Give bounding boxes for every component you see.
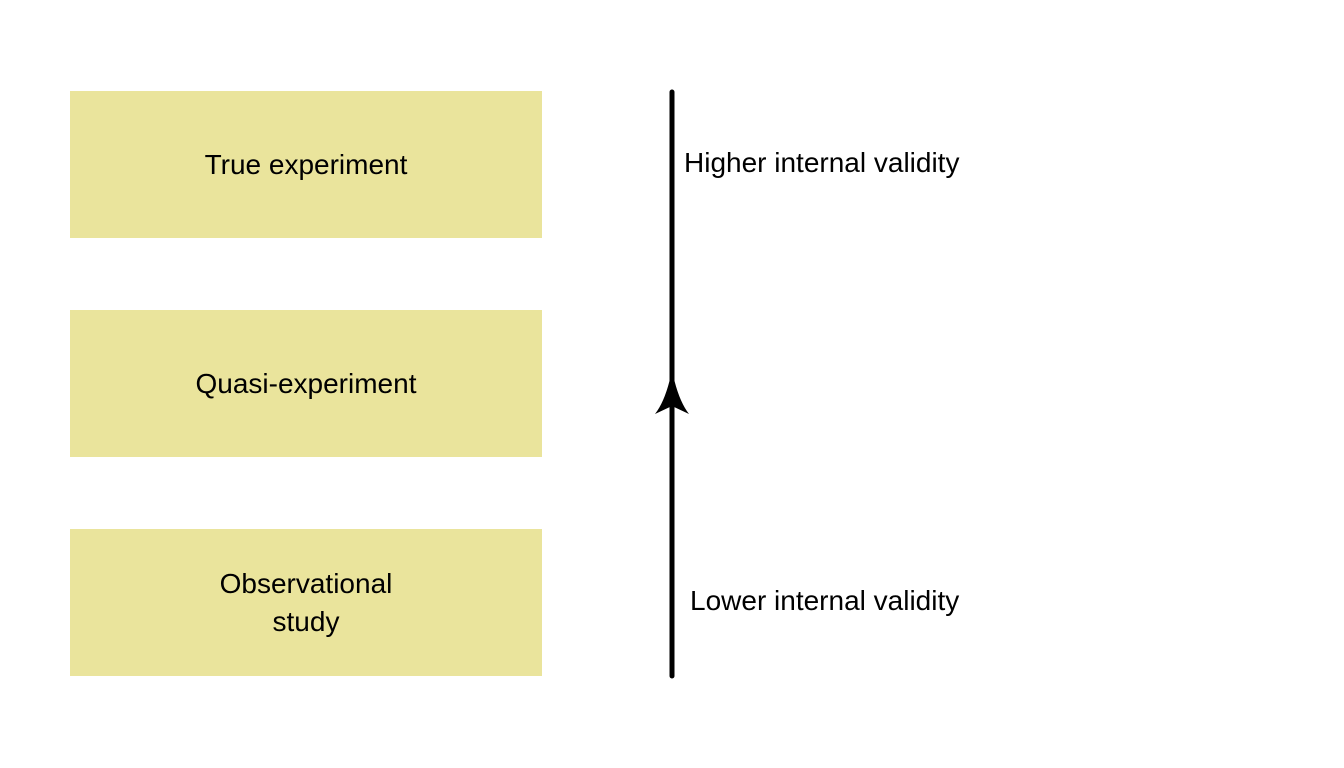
box-observational-study: Observational study [70,529,542,676]
validity-axis [655,89,689,679]
arrowhead-up-icon [655,370,689,414]
box-observational-study-label: Observational study [219,567,393,637]
box-true-experiment-label: True experiment [204,148,408,180]
higher-validity-label: Higher internal validity [684,147,960,178]
box-true-experiment: True experiment [70,91,542,238]
box-quasi-experiment-label: Quasi-experiment [195,367,417,399]
box-quasi-experiment: Quasi-experiment [70,310,542,457]
lower-validity-label: Lower internal validity [690,585,960,616]
